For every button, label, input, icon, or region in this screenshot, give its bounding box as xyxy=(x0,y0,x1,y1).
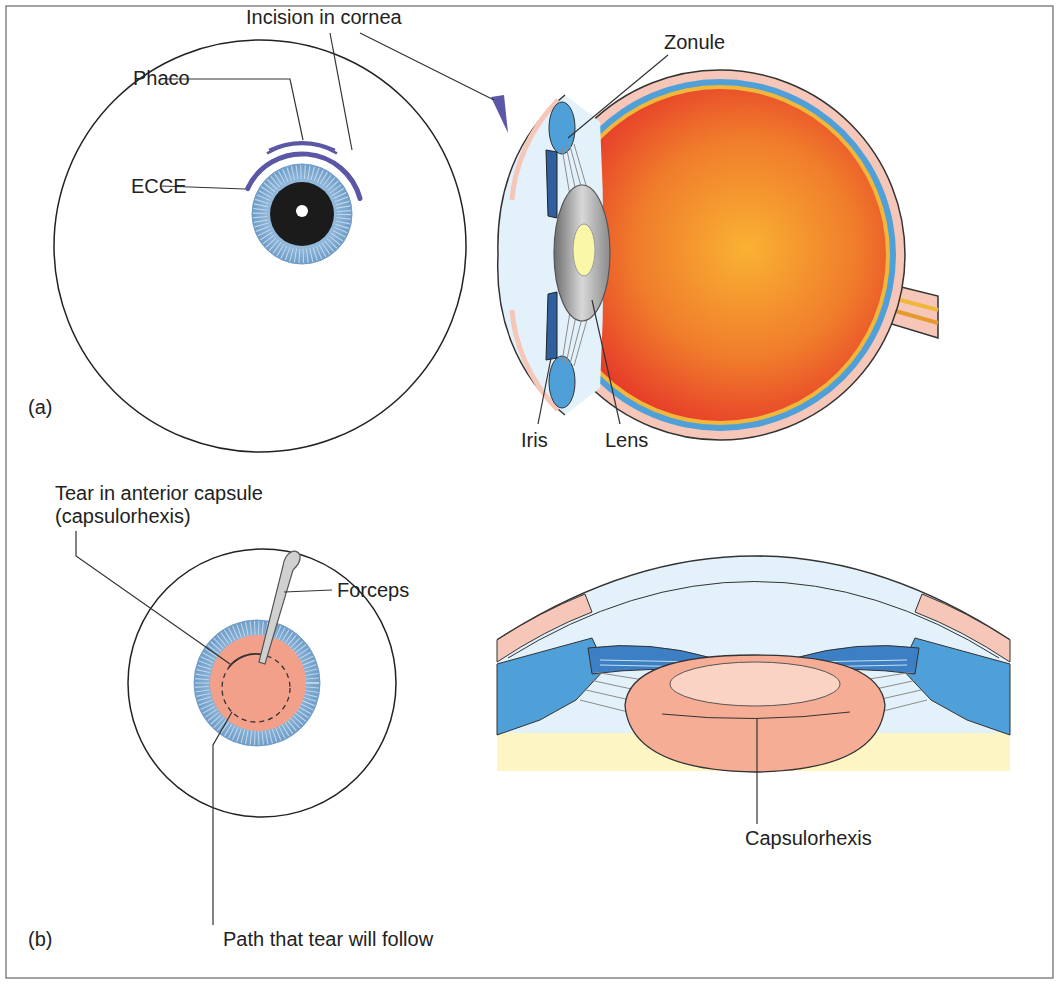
phaco-incision xyxy=(269,142,335,150)
leader-line xyxy=(360,33,494,100)
anterior-segment-section xyxy=(670,662,840,706)
front-view-eye xyxy=(194,620,320,746)
front-view-eye xyxy=(296,205,308,217)
leader-line xyxy=(284,590,332,592)
anterior-segment-section xyxy=(594,672,644,680)
eye-cross-section xyxy=(562,312,570,362)
eye-cross-section xyxy=(546,150,557,218)
panel-label: (a) xyxy=(28,396,52,419)
part-label: Tear in anterior capsule (capsulorhexis) xyxy=(55,482,295,528)
eye-cross-section xyxy=(549,356,575,408)
anterior-segment-section xyxy=(625,655,885,772)
eye-cross-section xyxy=(554,89,886,421)
front-view-eye xyxy=(270,182,334,246)
eye-cross-section xyxy=(498,95,604,415)
part-label: Capsulorhexis xyxy=(745,827,872,850)
frame xyxy=(6,6,1053,978)
front-view-eye xyxy=(229,654,262,667)
anterior-segment-section xyxy=(497,556,1010,772)
front-view-eye xyxy=(54,40,466,452)
part-label: Phaco xyxy=(133,67,190,90)
eye-cross-section xyxy=(566,146,576,192)
part-label: Zonule xyxy=(664,31,725,54)
leader-line xyxy=(756,718,757,824)
leader-line xyxy=(592,300,620,424)
front-view-eye xyxy=(260,172,344,256)
leader-line xyxy=(330,33,352,150)
front-view-eye xyxy=(210,635,306,731)
leader-line xyxy=(568,55,668,138)
part-label: Path that tear will follow xyxy=(223,928,433,951)
anterior-segment-section xyxy=(590,680,636,690)
anterior-segment-section xyxy=(662,712,850,719)
eye-cross-section xyxy=(549,102,575,154)
eye-cross-section xyxy=(554,185,610,321)
anterior-segment-section xyxy=(580,700,628,712)
front-view-eye xyxy=(222,654,290,722)
leader-line xyxy=(76,531,230,664)
leader-line xyxy=(538,358,551,424)
blade xyxy=(491,95,508,133)
eye-cross-section xyxy=(566,316,576,364)
eye-cross-section xyxy=(546,292,557,360)
forceps xyxy=(259,551,300,664)
anterior-segment-section xyxy=(586,690,630,700)
leader-line xyxy=(76,531,757,925)
front-view-eye xyxy=(54,40,466,452)
part-label: Incision in cornea xyxy=(246,6,402,29)
anterior-segment-section xyxy=(497,556,1010,640)
leader-line xyxy=(213,712,232,925)
part-label: ECCE xyxy=(131,175,187,198)
front-view-eye xyxy=(202,628,312,738)
eye-cross-section xyxy=(498,70,938,440)
eye-cross-section xyxy=(573,224,595,276)
ecce-incision xyxy=(248,154,360,199)
leader-line xyxy=(162,33,668,424)
part-label: Iris xyxy=(521,429,548,452)
eye-cross-section xyxy=(574,316,588,366)
part-label: Forceps xyxy=(337,579,409,602)
part-label: Lens xyxy=(605,429,648,452)
eye-cross-section xyxy=(550,85,890,425)
eye-cross-section xyxy=(562,148,570,196)
anterior-segment-section xyxy=(879,700,927,712)
panel-label: (b) xyxy=(28,928,52,951)
front-view-eye xyxy=(252,164,352,264)
